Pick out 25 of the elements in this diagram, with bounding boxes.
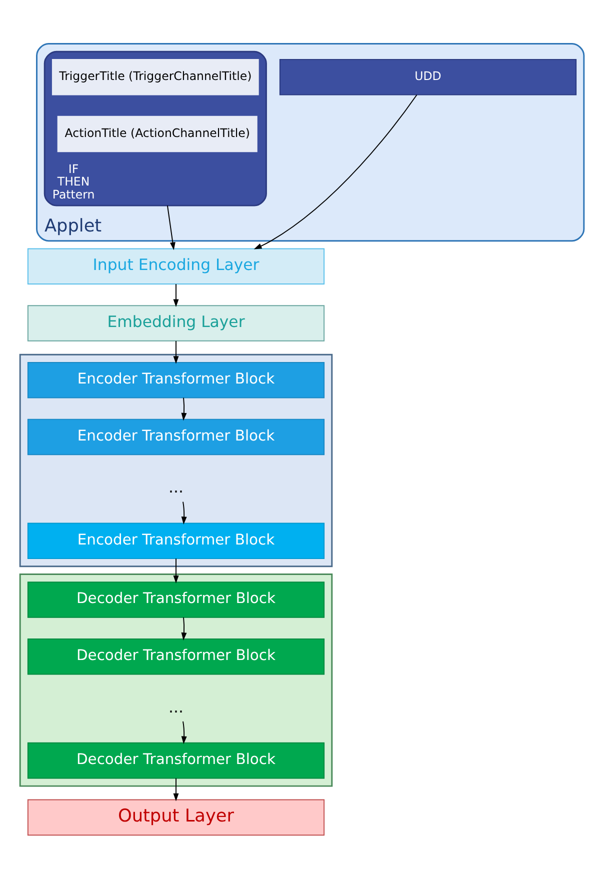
arrow bbox=[173, 340, 179, 364]
node-text: ... bbox=[168, 478, 184, 497]
node-box: Embedding Layer bbox=[27, 305, 325, 342]
node-box: Encoder Transformer Block bbox=[27, 418, 325, 456]
node-box: Encoder Transformer Block bbox=[27, 362, 325, 398]
arrow bbox=[173, 284, 179, 308]
arrow bbox=[254, 94, 418, 250]
arrow bbox=[181, 617, 187, 640]
node-box: Input Encoding Layer bbox=[27, 248, 325, 284]
arrow bbox=[181, 397, 187, 421]
node-box: UDD bbox=[279, 58, 577, 96]
node-text: ... bbox=[168, 697, 184, 716]
arrow bbox=[181, 501, 187, 525]
node-box: Encoder Transformer Block bbox=[27, 522, 325, 560]
node-box: Output Layer bbox=[27, 799, 325, 836]
arrow bbox=[173, 778, 179, 802]
cluster bbox=[19, 354, 333, 568]
arrow bbox=[181, 720, 187, 744]
node-box: Decoder Transformer Block bbox=[27, 638, 325, 675]
node-box: Decoder Transformer Block bbox=[27, 742, 325, 779]
node-box: ActionTitle (ActionChannelTitle) bbox=[57, 116, 258, 152]
node-box: TriggerTitle (TriggerChannelTitle) bbox=[52, 58, 259, 96]
node-box: Decoder Transformer Block bbox=[27, 582, 325, 618]
arrow bbox=[166, 205, 176, 250]
arrow bbox=[173, 558, 179, 584]
